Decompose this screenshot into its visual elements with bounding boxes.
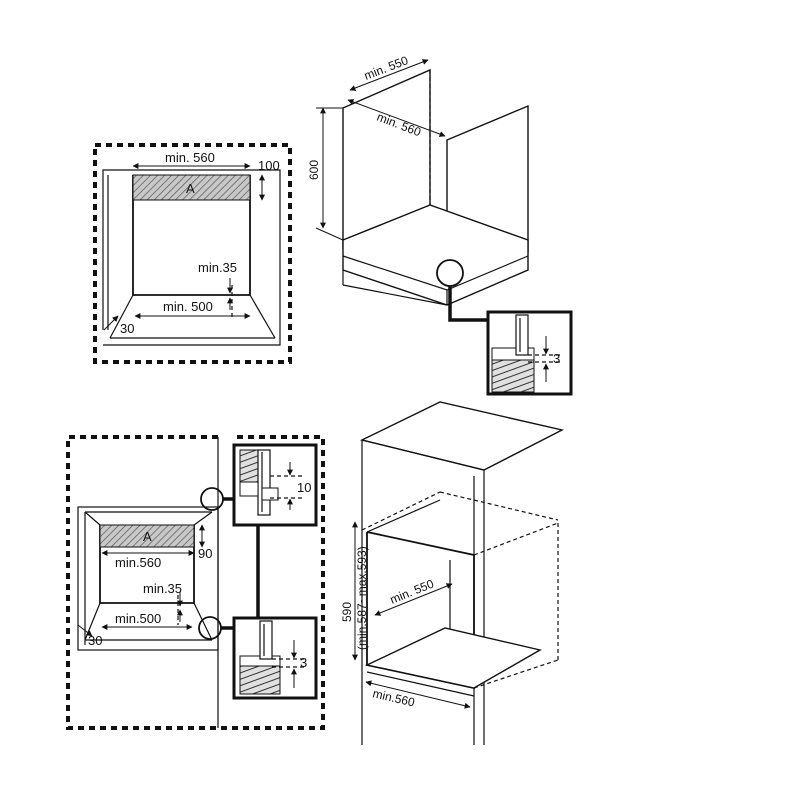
bottom-right-width-label: min.560 bbox=[371, 686, 416, 709]
top-right-detail-box: 3 bbox=[486, 310, 573, 396]
bottom-left-gap-label: 90 bbox=[198, 546, 212, 561]
top-left-width-label: min. 560 bbox=[165, 150, 215, 165]
top-left-area-label: A bbox=[186, 181, 195, 196]
top-left-side-label: 30 bbox=[120, 321, 134, 336]
bottom-right-tall-cabinet-view: 590 (min.587~max.593) min. 550 min.560 bbox=[340, 401, 565, 745]
bottom-left-base-label: min.500 bbox=[115, 611, 161, 626]
bottom-left-area-a bbox=[99, 524, 195, 548]
top-left-depth-label: min.35 bbox=[198, 260, 237, 275]
bottom-right-height-label: 590 bbox=[340, 602, 354, 622]
top-left-area-a bbox=[132, 174, 251, 201]
top-left-base-label: min. 500 bbox=[163, 299, 213, 314]
top-left-niche-view: A min. 560 100 min.35 min. 500 30 bbox=[93, 143, 292, 364]
bottom-middle-detail-boxes: 10 3 bbox=[232, 443, 318, 700]
bottom-middle-bottom-gap-label: 3 bbox=[300, 655, 307, 670]
top-right-detail-gap-label: 3 bbox=[553, 351, 560, 366]
bottom-right-height-range-label: (min.587~max.593) bbox=[355, 546, 369, 650]
bottom-left-side-label: 30 bbox=[88, 633, 102, 648]
bottom-left-depth-label: min.35 bbox=[143, 581, 182, 596]
bottom-middle-top-gap-label: 10 bbox=[297, 480, 311, 495]
bottom-left-dashed-frame bbox=[66, 435, 325, 730]
bottom-right-depth-label: min. 550 bbox=[388, 576, 436, 606]
top-left-gap-label: 100 bbox=[258, 158, 280, 173]
bottom-left-area-label: A bbox=[143, 529, 152, 544]
top-right-height-label: 600 bbox=[307, 160, 321, 180]
top-left-dashed-frame bbox=[93, 143, 292, 364]
bottom-left-width-label: min.560 bbox=[115, 555, 161, 570]
top-right-depth-label: min. 550 bbox=[362, 53, 410, 83]
top-right-cabinet-view: min. 550 min. 560 600 bbox=[307, 53, 529, 322]
bottom-left-niche-view: A min.560 90 min.35 min.500 30 bbox=[66, 435, 325, 730]
